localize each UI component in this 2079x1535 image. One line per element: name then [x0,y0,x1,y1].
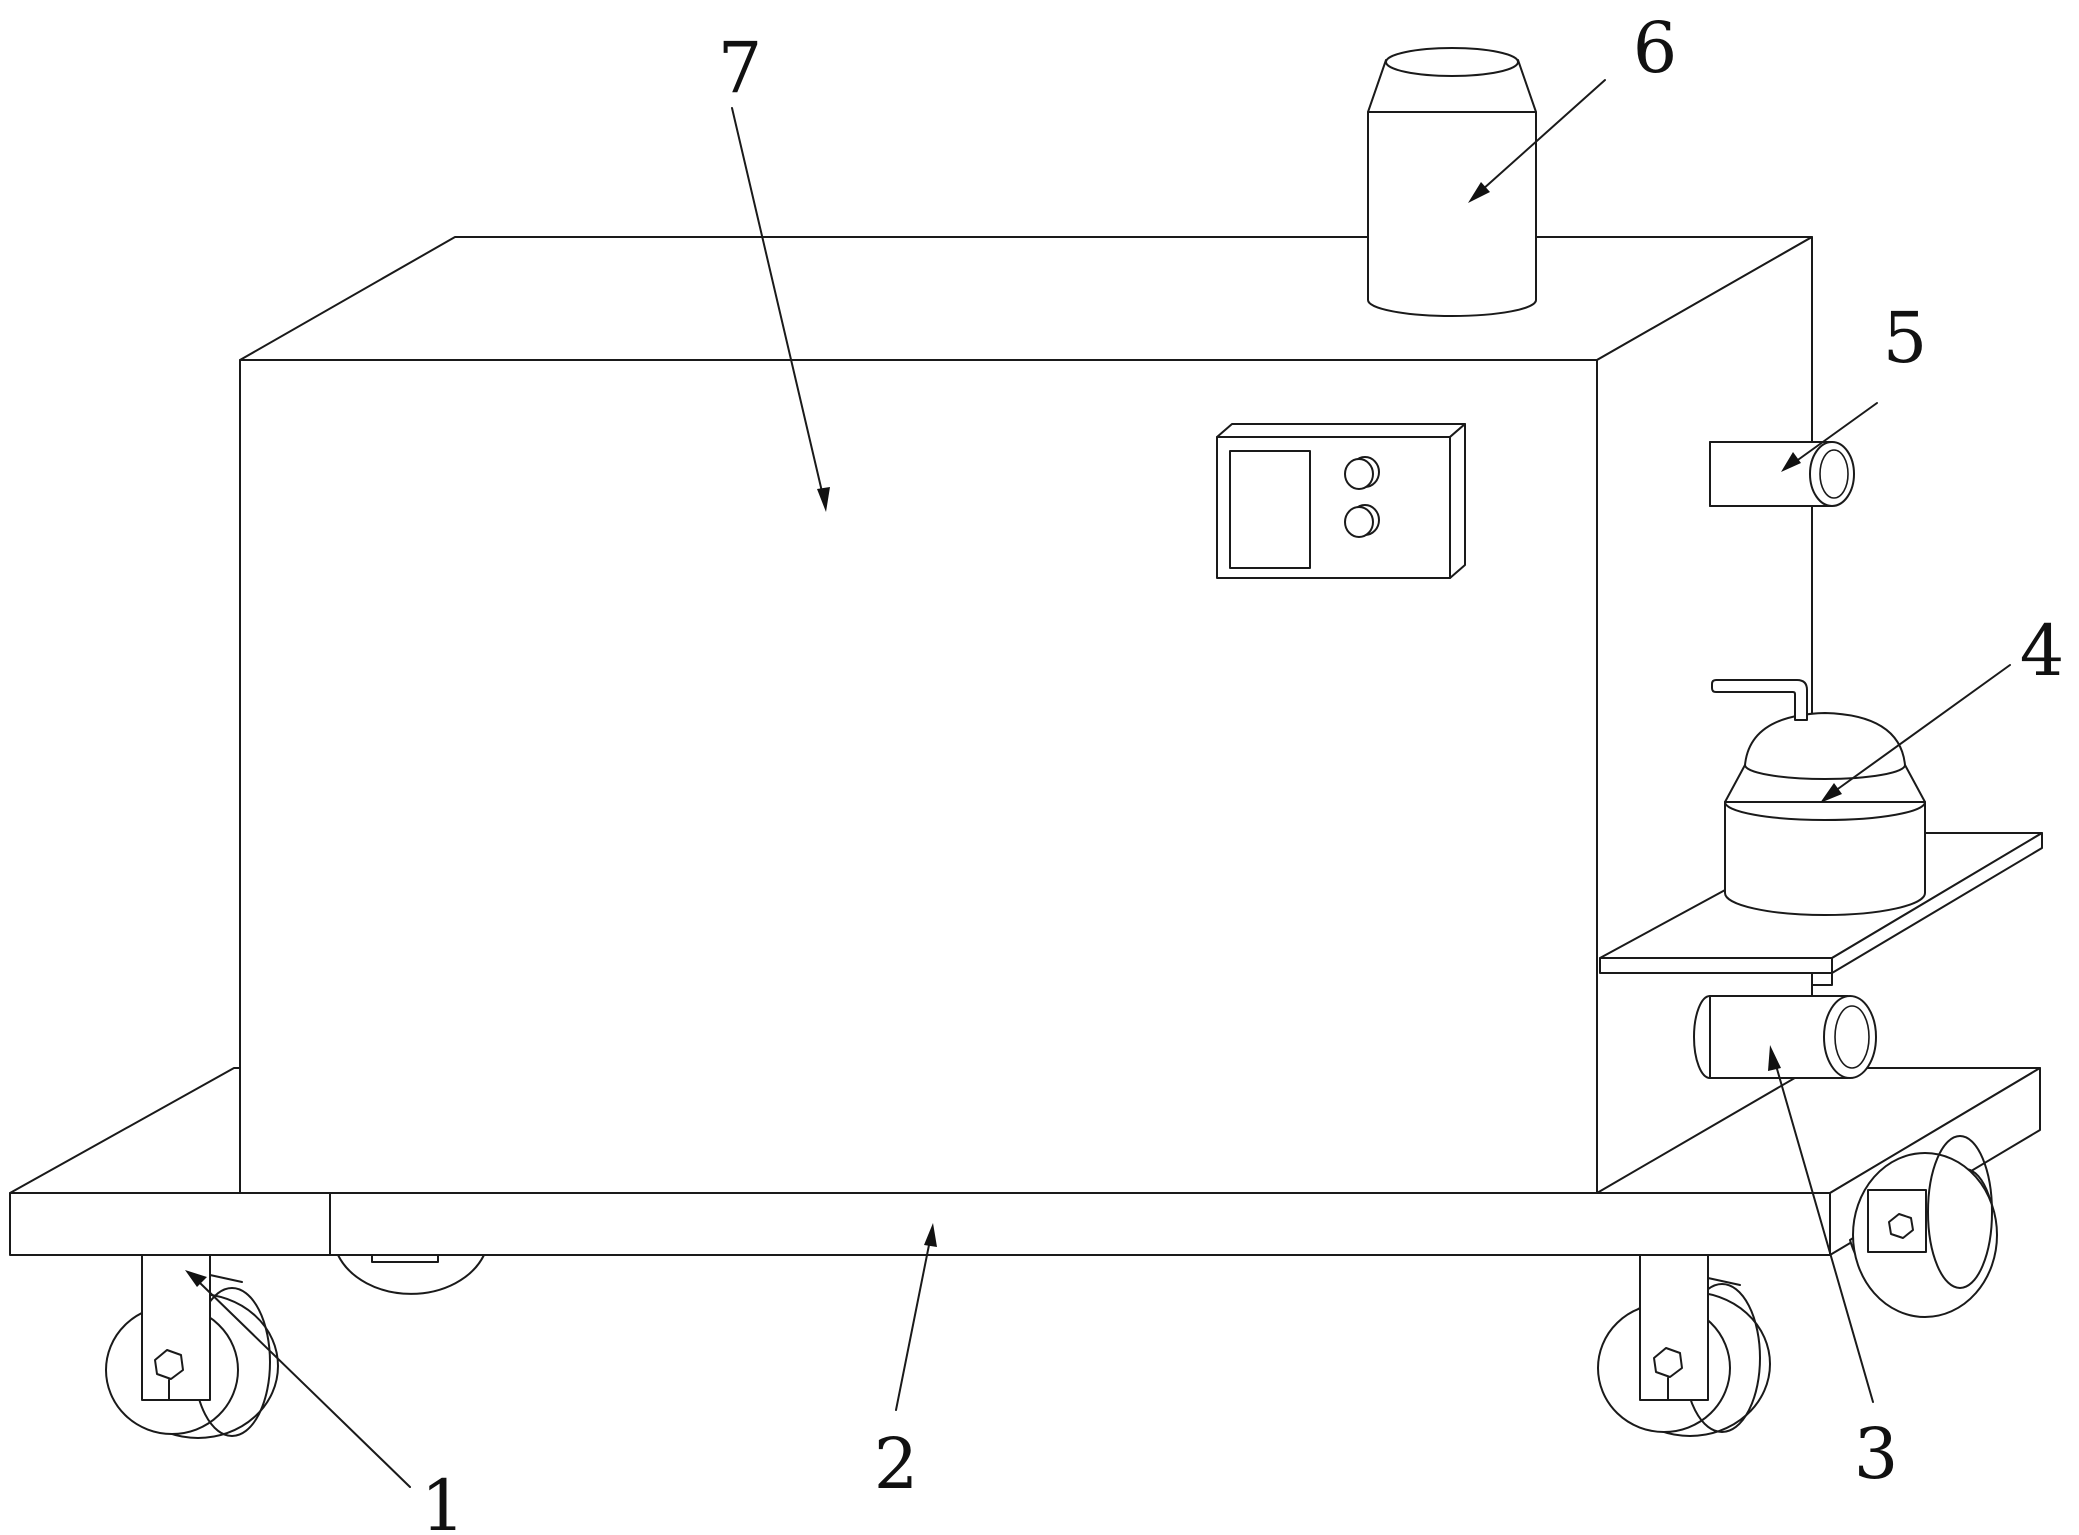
arrowhead-5 [1781,452,1801,472]
control-knob-upper [1344,456,1380,490]
main-cabinet [239,236,1813,1194]
leader-line-6 [1481,79,1606,191]
arrowhead-1 [185,1270,207,1287]
leader-line-4 [1834,664,2011,792]
arrowhead-4 [1820,783,1842,803]
callout-label-1: 1 [421,1465,466,1535]
top-cylinder [1367,47,1537,317]
callout-label-6: 6 [1633,7,1678,89]
callout-labels: 1 2 3 4 5 6 7 [421,7,2065,1535]
callout-label-2: 2 [874,1423,919,1505]
wheel-bracket-front-right [1639,1254,1709,1401]
control-panel-display [1229,450,1311,569]
leader-line-2 [895,1239,931,1411]
control-panel [1216,423,1466,579]
caster-wheel-front-right [1597,1254,1771,1437]
cabinet-top [239,236,1813,361]
arrowhead-2 [924,1223,937,1247]
leader-line-5 [1794,402,1878,463]
leader-line-3 [1774,1061,1874,1403]
tank-inlet-pipe [1711,679,1808,721]
lower-side-pipe [1693,995,1877,1079]
callout-label-7: 7 [718,27,763,109]
caster-wheel-front-left [105,1254,279,1439]
lower-side-pipe-opening [1823,995,1877,1079]
leader-lines [185,79,2011,1488]
callout-label-4: 4 [2020,610,2065,692]
upper-side-pipe [1709,441,1855,507]
caster-wheel-back-right [1849,1135,1998,1318]
base-front-face [9,1192,1831,1256]
callout-label-3: 3 [1854,1413,1899,1495]
arrowhead-3 [1768,1045,1781,1071]
leader-line-1 [199,1282,411,1488]
top-cylinder-opening [1385,47,1519,77]
leader-line-7 [731,107,824,497]
arrowhead-6 [1468,182,1490,203]
shelf-tank [1711,679,1926,916]
upper-side-pipe-opening [1809,441,1855,507]
callout-label-5: 5 [1883,297,1928,379]
arrowhead-7 [817,487,830,512]
caster-wheel-back-left [337,1254,485,1295]
control-knob-lower [1344,504,1380,538]
